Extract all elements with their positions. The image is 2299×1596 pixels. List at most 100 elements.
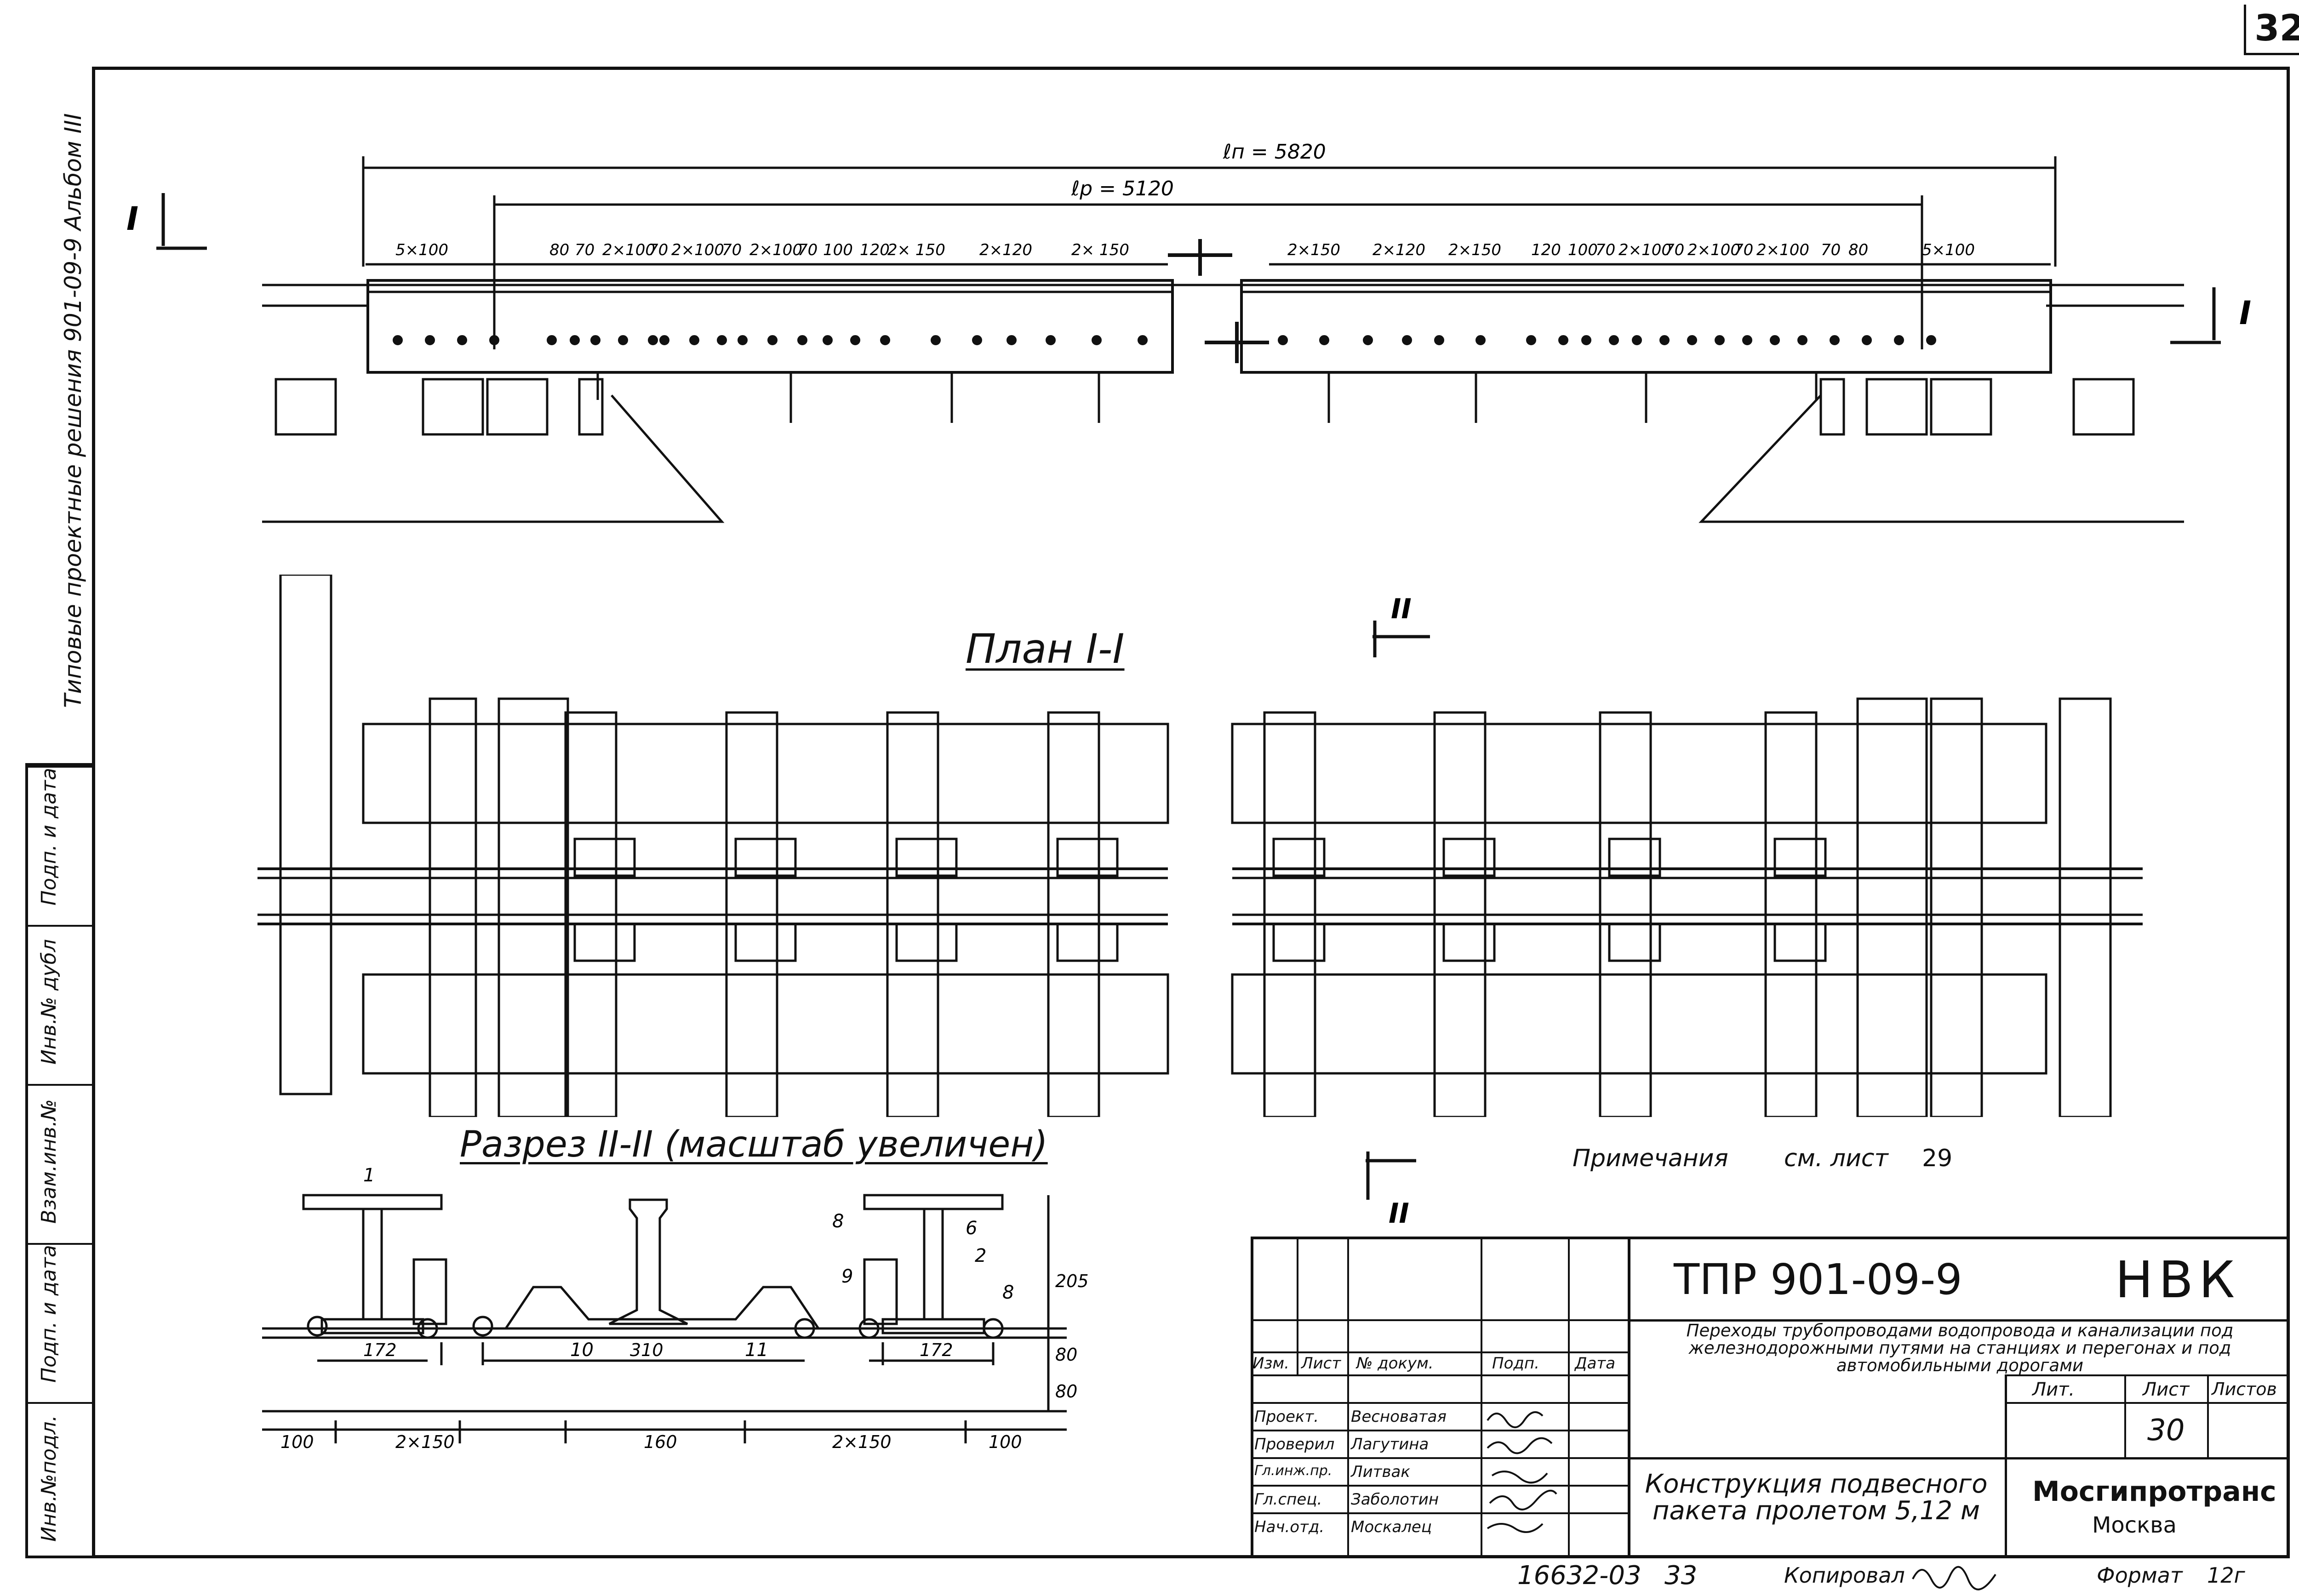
title-block: Изм. Лист № докум. Подп. Дата Проект. Ве…: [1251, 1237, 2290, 1558]
elevation-drawing: ℓп = 5820 ℓр = 5120 5×100 80 70 2×100 70…: [126, 140, 2251, 523]
section-dimensions: 172 310 172 100 2×150 160 2×150 100 205 …: [280, 1271, 1089, 1452]
doc-description: Переходы трубопроводами водопровода и ка…: [1686, 1321, 2234, 1375]
signatures: [1487, 1411, 1557, 1533]
strip-cell-4: Подп. и дата: [28, 1243, 92, 1402]
dims-right: 2×150 2×120 2×150 120 100 70 2×100 70 2×…: [1287, 241, 1975, 259]
svg-text:70: 70: [1821, 241, 1841, 259]
drawing-frame: [92, 67, 2290, 1558]
svg-text:2×150: 2×150: [395, 1432, 455, 1452]
footer-num: 33: [1664, 1561, 1698, 1590]
strip-cell-2: Инв.№ дубл: [28, 925, 92, 1084]
col-dokum: № докум.: [1356, 1354, 1434, 1373]
org-name: Мосгипротранс: [2032, 1476, 2276, 1508]
ln-dimension: ℓп = 5820: [1223, 140, 1326, 164]
svg-text:2× 150: 2× 150: [887, 241, 945, 259]
note-ref: 29: [1922, 1145, 1953, 1172]
doc-code: ТПР 901-09-9: [1674, 1255, 1962, 1304]
sheet-number: 32: [2244, 5, 2299, 55]
footer-format-label: Формат: [2097, 1563, 2183, 1588]
section-mark-i-left: I: [126, 200, 138, 238]
section-mark-ii-bottom: II: [1366, 1151, 1416, 1230]
svg-text:100: 100: [823, 241, 853, 259]
role-3: Гл.инж.пр.: [1254, 1463, 1333, 1479]
svg-text:172: 172: [920, 1340, 953, 1360]
svg-text:120: 120: [1531, 241, 1561, 259]
svg-text:80: 80: [1055, 1381, 1077, 1402]
name-2: Лагутина: [1351, 1435, 1429, 1454]
section-drawing: 1 8 6 9 2 8 10 11 172 310 172 100 2×150 …: [262, 1165, 1089, 1452]
dims-left: 5×100 80 70 2×100 70 2×100 70 2×100 70 1…: [395, 241, 1129, 259]
svg-text:2×150: 2×150: [1287, 241, 1340, 259]
svg-text:2×100: 2×100: [671, 241, 724, 259]
svg-text:2×100: 2×100: [1756, 241, 1809, 259]
svg-text:70: 70: [798, 241, 818, 259]
plan-title: План I-I: [966, 625, 1125, 673]
role-5: Нач.отд.: [1254, 1518, 1325, 1536]
footer-copied: Копировал: [1784, 1563, 1905, 1588]
svg-text:310: 310: [630, 1340, 663, 1360]
footer-format-value: 12г: [2207, 1563, 2245, 1588]
svg-text:2×100: 2×100: [602, 241, 655, 259]
list-value: 30: [2147, 1414, 2185, 1448]
svg-text:70: 70: [575, 241, 595, 259]
name-5: Москалец: [1351, 1518, 1432, 1536]
svg-text:2×120: 2×120: [1373, 241, 1425, 259]
role-2: Проверил: [1254, 1435, 1335, 1454]
svg-text:100: 100: [1568, 241, 1598, 259]
doc-mark: НВК: [2115, 1250, 2241, 1309]
svg-text:2×150: 2×150: [832, 1432, 892, 1452]
svg-text:8: 8: [1002, 1282, 1014, 1303]
name-4: Заболотин: [1351, 1490, 1439, 1509]
svg-text:5×100: 5×100: [395, 241, 448, 259]
svg-text:80: 80: [549, 241, 569, 259]
svg-text:70: 70: [1596, 241, 1615, 259]
col-data: Дата: [1575, 1354, 1616, 1373]
name-1: Весноватая: [1351, 1408, 1447, 1426]
note-text: см. лист: [1784, 1145, 1888, 1172]
col-izm: Изм.: [1252, 1354, 1289, 1373]
svg-text:II: II: [1389, 1197, 1409, 1230]
lit-label: Лит.: [2032, 1379, 2075, 1400]
svg-text:80: 80: [1055, 1345, 1077, 1365]
col-list: Лист: [1301, 1354, 1341, 1373]
svg-text:1: 1: [363, 1165, 375, 1186]
listov-label: Листов: [2212, 1379, 2277, 1399]
plan-section-mark-top: II: [1391, 593, 1412, 625]
svg-text:6: 6: [966, 1218, 977, 1239]
note-label: Примечания: [1573, 1145, 1728, 1172]
svg-text:80: 80: [1848, 241, 1868, 259]
role-4: Гл.спец.: [1254, 1490, 1322, 1509]
footer-inv: 16632-03: [1517, 1561, 1641, 1590]
svg-text:2×100: 2×100: [1618, 241, 1671, 259]
svg-text:11: 11: [745, 1340, 768, 1361]
left-stamp-strip: Подп. и дата Инв.№ дубл Взам.инв.№ Подп.…: [25, 763, 92, 1558]
svg-text:160: 160: [644, 1432, 677, 1452]
section-title: Разрез II-II (масштаб увеличен): [460, 1124, 1048, 1165]
name-3: Литвак: [1351, 1463, 1410, 1481]
svg-text:100: 100: [989, 1432, 1022, 1452]
svg-text:70: 70: [1733, 241, 1753, 259]
svg-text:120: 120: [860, 241, 890, 259]
svg-text:2: 2: [975, 1245, 986, 1266]
svg-text:100: 100: [280, 1432, 314, 1452]
section-mark-i-right: I: [2239, 294, 2251, 332]
col-podp: Подп.: [1492, 1354, 1539, 1373]
svg-text:9: 9: [841, 1266, 853, 1287]
strip-cell-1: Подп. и дата: [28, 766, 92, 925]
svg-text:2×120: 2×120: [979, 241, 1032, 259]
strip-cell-5: Инв.№подл.: [28, 1402, 92, 1558]
role-1: Проект.: [1254, 1408, 1319, 1426]
svg-text:70: 70: [722, 241, 742, 259]
svg-text:2×150: 2×150: [1448, 241, 1501, 259]
svg-text:70: 70: [648, 241, 668, 259]
svg-text:70: 70: [1664, 241, 1684, 259]
org-city: Москва: [2092, 1512, 2177, 1538]
svg-text:5×100: 5×100: [1922, 241, 1975, 259]
svg-text:10: 10: [570, 1340, 594, 1361]
list-label: Лист: [2143, 1379, 2190, 1400]
copier-signature: [1912, 1566, 1996, 1590]
svg-text:2×100: 2×100: [749, 241, 802, 259]
plan-drawing: II: [257, 575, 2143, 1117]
svg-text:172: 172: [363, 1340, 397, 1360]
svg-text:205: 205: [1055, 1271, 1089, 1291]
